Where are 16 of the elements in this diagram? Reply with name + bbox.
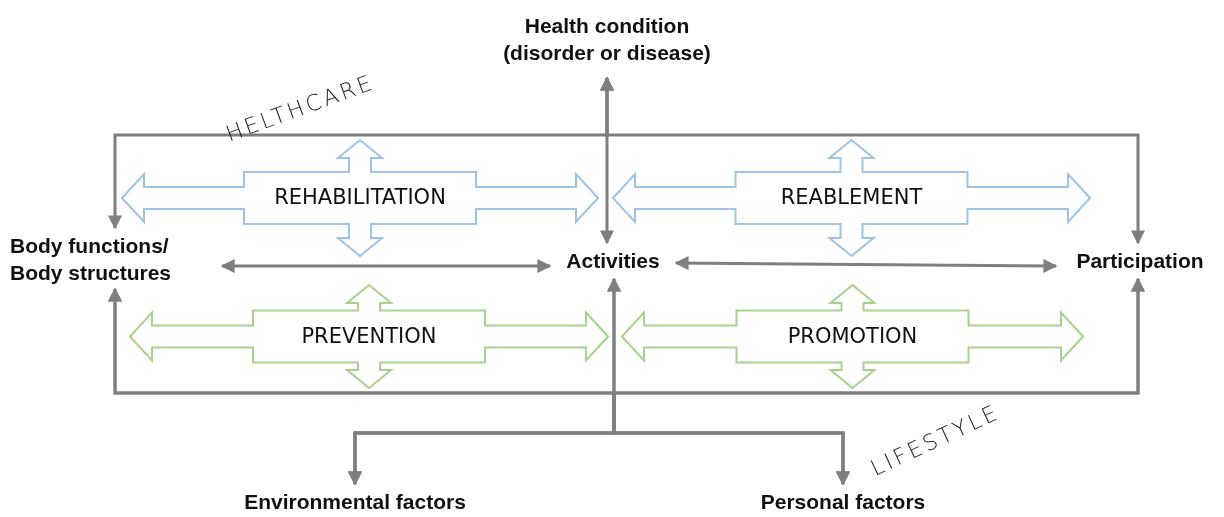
- node-label: Personal factors: [735, 488, 951, 515]
- arrow-label: REABLEMENT: [779, 185, 924, 209]
- arrow: [612, 277, 1145, 486]
- node-label: Environmental factors: [205, 488, 505, 515]
- node-label: Body functions/ Body structures: [10, 232, 220, 286]
- arrow-label: PROMOTION: [786, 323, 919, 348]
- cross-shaped-banner: [622, 285, 1083, 388]
- arrow: [674, 256, 1058, 273]
- arrow: [600, 76, 1145, 245]
- cross-shaped-banner: [130, 285, 608, 388]
- node-label: Health condition (disorder or disease): [487, 12, 727, 66]
- arrow-label: PREVENTION: [300, 323, 438, 348]
- node-label: Activities: [552, 247, 674, 274]
- node-label: Participation: [1058, 247, 1222, 274]
- arrow-label: REHABILITATION: [273, 185, 447, 209]
- arrow: [220, 259, 552, 273]
